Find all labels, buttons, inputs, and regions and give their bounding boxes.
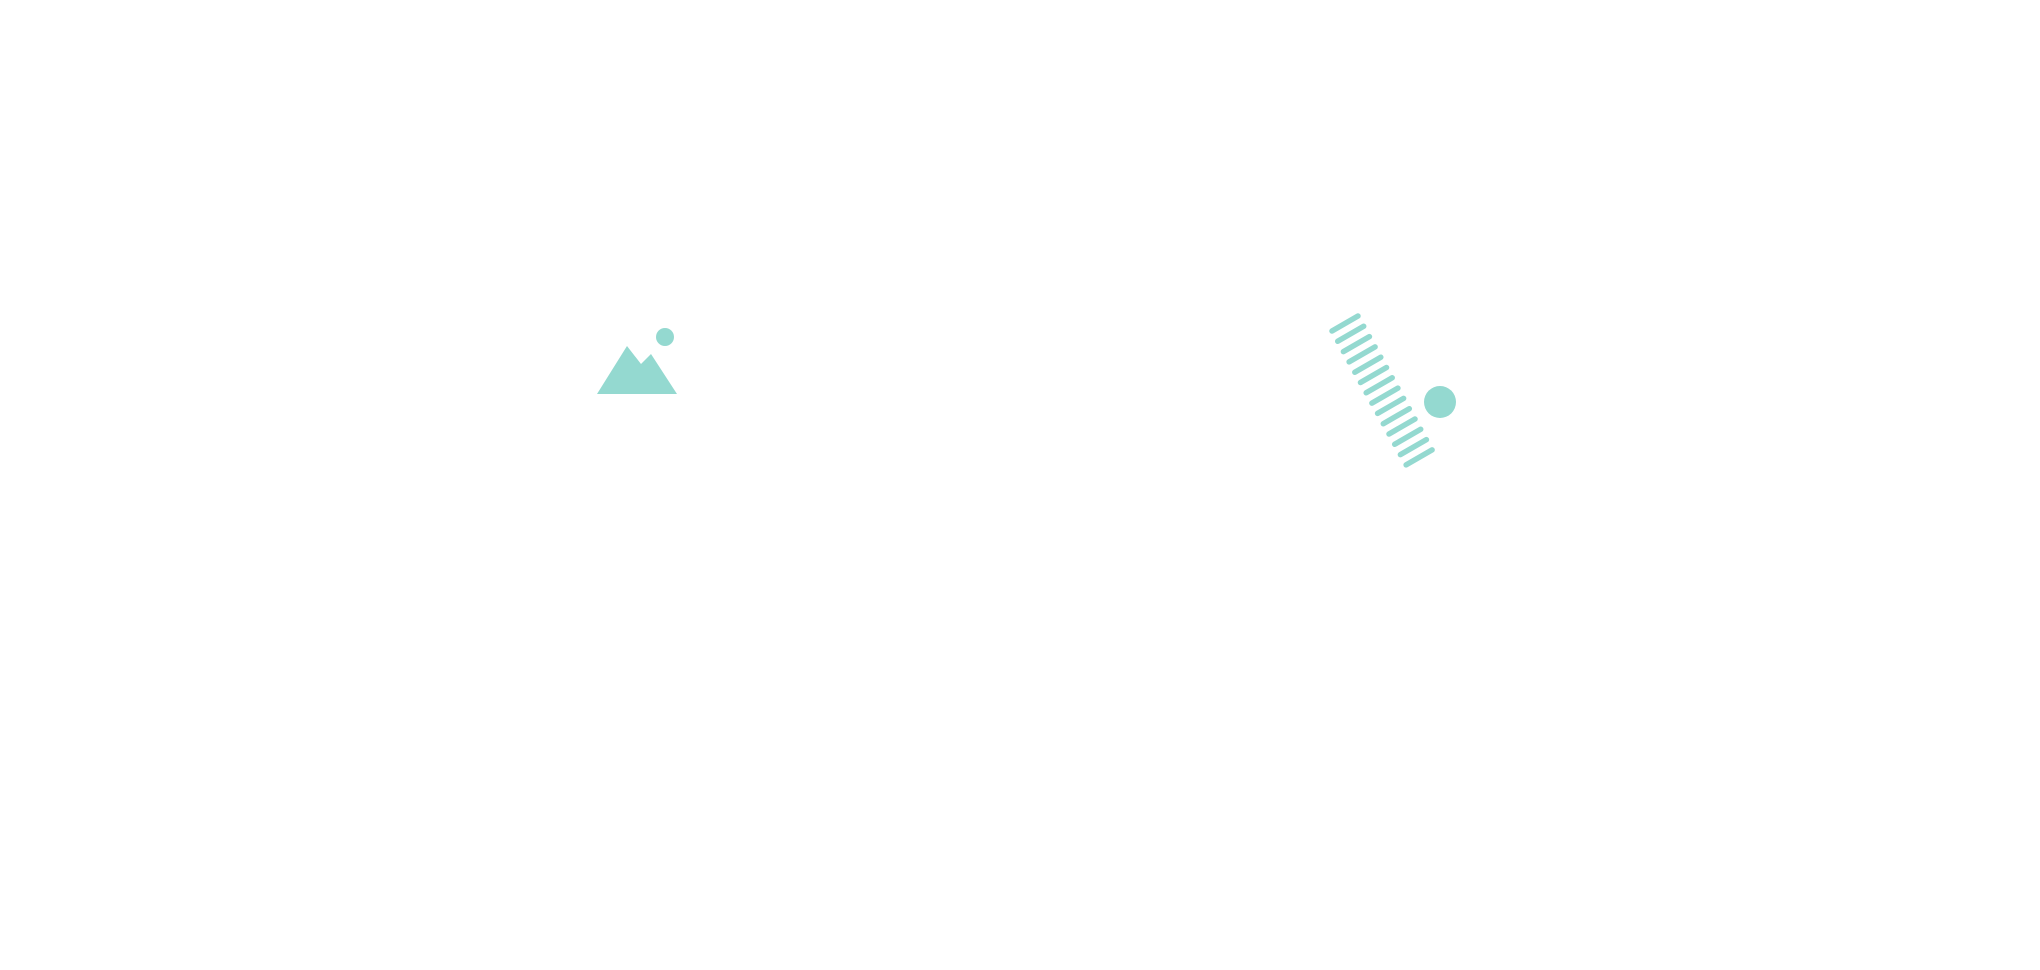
hatch-dot: [1424, 386, 1456, 418]
sun-circle: [656, 328, 674, 346]
mountain-peaks: [597, 346, 677, 394]
mountain-sun-icon: [597, 328, 677, 394]
hatch-stripe: [1386, 416, 1418, 437]
hatch-stripe: [1340, 333, 1373, 355]
hatch-stripe: [1369, 385, 1401, 406]
hatch-stripes: [1329, 313, 1435, 468]
hatch-stripe: [1403, 447, 1435, 468]
hatch-stripe: [1374, 395, 1407, 417]
hatched-stripes-circle-icon: [1329, 313, 1456, 468]
hatch-stripe: [1363, 375, 1395, 396]
hatch-stripe: [1357, 364, 1390, 386]
hatch-stripe: [1397, 436, 1430, 458]
mountain-sun-shapes: [597, 328, 677, 394]
hatch-stripe: [1334, 323, 1367, 345]
hatch-stripe: [1352, 354, 1384, 375]
hatch-stripe: [1380, 405, 1413, 427]
hatch-stripe: [1391, 426, 1424, 448]
hatch-stripe: [1329, 313, 1361, 334]
hatch-stripe: [1346, 344, 1378, 365]
